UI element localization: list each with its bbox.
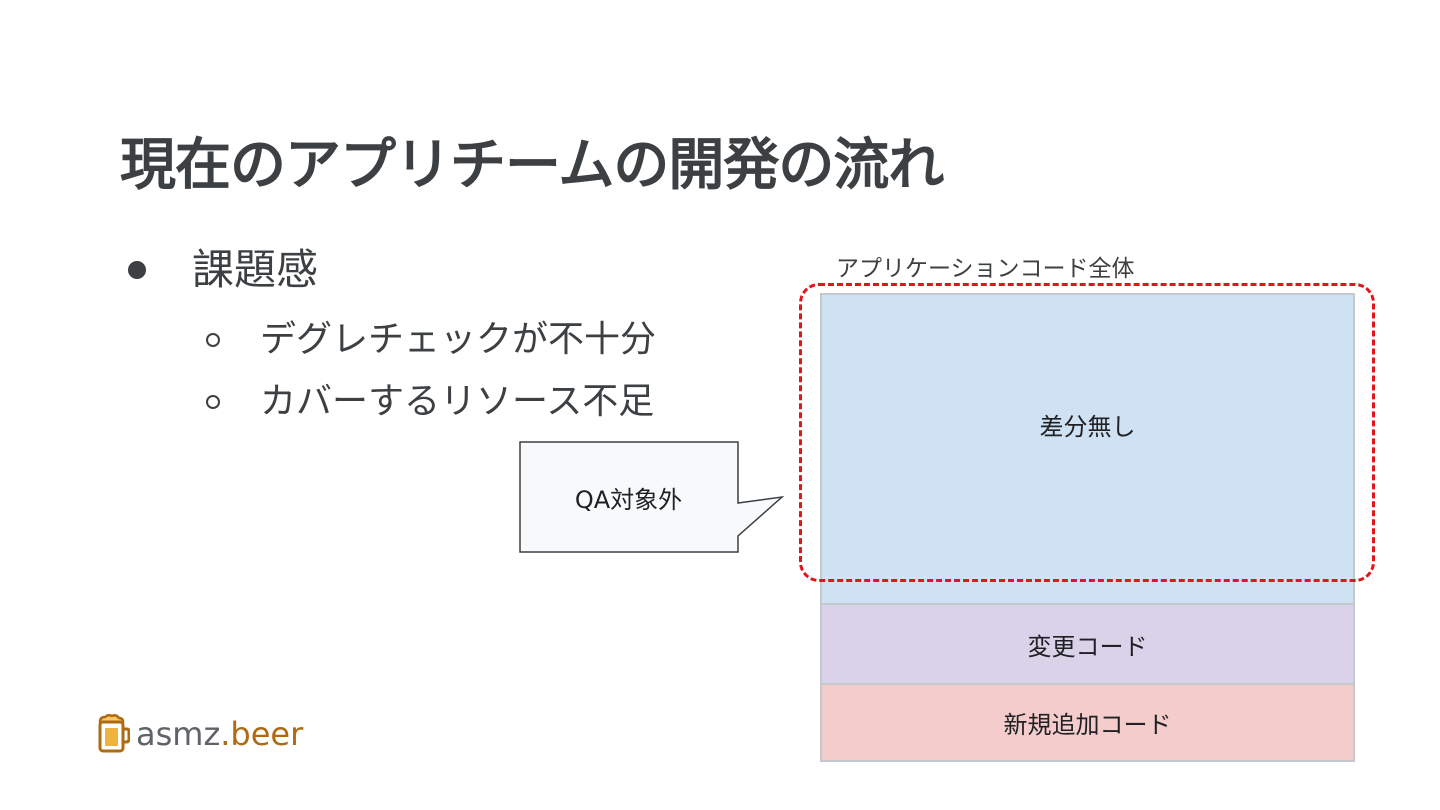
bullet-circle-icon	[206, 395, 220, 409]
callout-text: QA対象外	[574, 485, 683, 514]
slide-title: 現在のアプリチームの開発の流れ	[120, 133, 944, 198]
block-changed-code-label: 変更コード	[1027, 632, 1148, 661]
logo-text-dot: .	[220, 715, 231, 753]
logo: asmz.beer	[96, 714, 303, 754]
callout-bubble	[519, 441, 784, 553]
sub-bullet-1-text: デグレチェックが不十分	[260, 319, 657, 360]
diagram-caption: アプリケーションコード全体	[836, 256, 1135, 282]
sub-bullet-2-text: カバーするリソース不足	[260, 381, 655, 422]
logo-text-beer: beer	[230, 715, 304, 753]
sub-bullet-2: カバーするリソース不足	[206, 374, 654, 430]
block-changed-code: 変更コード	[820, 603, 1355, 685]
block-new-code: 新規追加コード	[820, 683, 1355, 762]
bullet-main-text: 課題感	[192, 245, 319, 294]
sub-bullet-1: デグレチェックが不十分	[206, 312, 656, 368]
block-no-diff-label: 差分無し	[1039, 413, 1136, 441]
beer-mug-icon	[98, 714, 130, 753]
bullet-circle-icon	[206, 333, 220, 347]
callout-qa-excluded: QA対象外	[519, 441, 784, 553]
block-new-code-label: 新規追加コード	[1003, 711, 1172, 739]
bullet-main: 課題感	[128, 240, 318, 300]
bullet-dot-icon	[128, 261, 146, 279]
logo-text-asmz: asmz	[136, 715, 221, 753]
block-no-diff: 差分無し	[820, 293, 1355, 605]
